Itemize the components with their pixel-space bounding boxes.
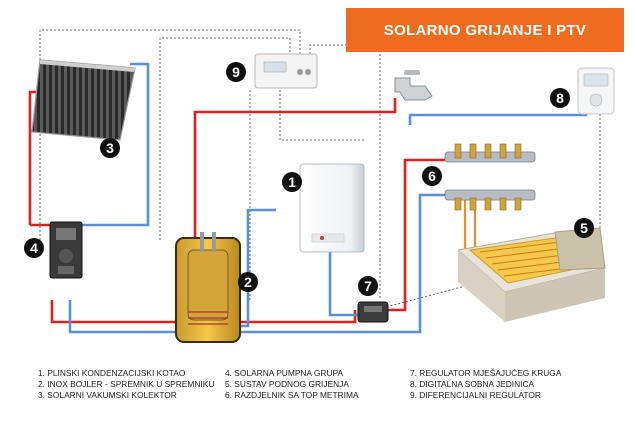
legend-column-1: 1. PLINSKI KONDENZACIJSKI KOTAO 2. INOX … <box>38 368 214 401</box>
legend-item: 6. RAZDJELNIK SA TOP METRIMA <box>225 390 359 400</box>
badge-6: 6 <box>422 166 442 186</box>
legend-item: 9. DIFERENCIJALNI REGULATOR <box>410 390 541 400</box>
badge-3: 3 <box>100 138 120 158</box>
legend-item: 2. INOX BOJLER - SPREMNIK U SPREMNIKU <box>38 379 215 389</box>
gas-boiler <box>299 163 365 253</box>
water-tap <box>394 70 433 101</box>
legend-item: 7. REGULATOR MJEŠAJUĆEG KRUGA <box>410 368 562 378</box>
badge-2: 2 <box>238 272 258 292</box>
badge-4: 4 <box>24 238 44 258</box>
badge-4-text: 4 <box>30 240 38 256</box>
badge-6-text: 6 <box>428 168 436 184</box>
page-title: SOLARNO GRIJANJE I PTV <box>346 8 624 52</box>
legend-item: 1. PLINSKI KONDENZACIJSKI KOTAO <box>38 368 186 378</box>
differential-controller <box>254 53 318 89</box>
badge-1-text: 1 <box>288 174 296 190</box>
badge-8: 8 <box>550 88 570 108</box>
legend-item: 5. SUSTAV PODNOG GRIJENJA <box>225 379 349 389</box>
legend-column-2: 4. SOLARNA PUMPNA GRUPA 5. SUSTAV PODNOG… <box>225 368 359 401</box>
badge-9: 9 <box>226 62 246 82</box>
badge-9-text: 9 <box>232 64 240 80</box>
mixing-regulator <box>357 301 389 323</box>
solar-pump-group <box>49 221 83 279</box>
legend-item: 4. SOLARNA PUMPNA GRUPA <box>225 368 344 378</box>
cold-pipes <box>68 62 588 334</box>
badge-7: 7 <box>358 276 378 296</box>
solar-collector <box>31 59 136 141</box>
badge-5: 5 <box>574 218 594 238</box>
inox-tank <box>175 232 241 343</box>
badge-3-text: 3 <box>106 140 114 156</box>
badge-1: 1 <box>282 172 302 192</box>
badge-5-text: 5 <box>580 220 588 236</box>
badge-8-text: 8 <box>556 90 564 106</box>
floor-heating <box>456 227 607 322</box>
badge-2-text: 2 <box>244 274 252 290</box>
legend-item: 3. SOLARNI VAKUMSKI KOLEKTOR <box>38 390 177 400</box>
legend-item: 8. DIGITALNA SOBNA JEDINICA <box>410 379 535 389</box>
badge-7-text: 7 <box>364 278 372 294</box>
room-unit <box>577 67 615 115</box>
manifold <box>444 143 536 211</box>
legend-column-3: 7. REGULATOR MJEŠAJUĆEG KRUGA 8. DIGITAL… <box>410 368 561 401</box>
